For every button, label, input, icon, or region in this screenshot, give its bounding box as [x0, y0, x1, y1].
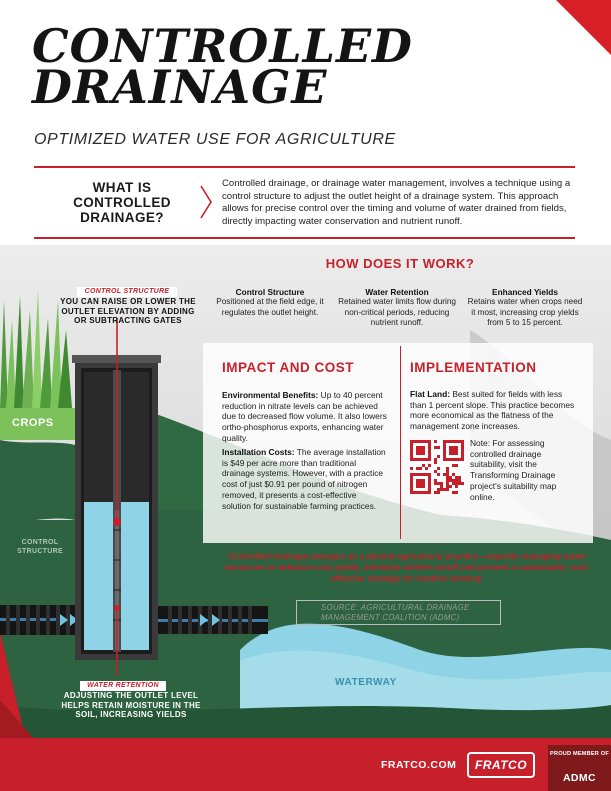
step-enhanced-yields: Enhanced Yields Retains water when crops…: [465, 287, 585, 329]
divider-top: [34, 166, 575, 168]
grass-icon: [0, 290, 72, 408]
fratco-logo: FRATCO: [467, 752, 535, 778]
divider-bottom: [34, 237, 575, 239]
panel-divider: [400, 346, 401, 539]
impact-heading: IMPACT AND COST: [222, 360, 354, 375]
water-retention-label: WATER RETENTION: [80, 681, 166, 691]
cost-text: The average installation is $49 per acre…: [222, 447, 386, 511]
crops-label: CROPS: [12, 417, 54, 429]
admc-badge-small: PROUD MEMBER OF: [550, 751, 609, 757]
step-text: Positioned at the field edge, it regulat…: [216, 297, 324, 317]
what-is-line-1: WHAT IS: [92, 180, 152, 195]
control-structure-ground-label: CONTROL STRUCTURE: [17, 539, 63, 555]
step-title: Enhanced Yields: [492, 287, 558, 297]
step-text: Retained water limits flow during non-cr…: [338, 297, 456, 328]
control-structure-label: CONTROL STRUCTURE: [77, 287, 177, 297]
drain-pipe-icon: [0, 605, 268, 635]
step-text: Retains water when crops need it most, i…: [467, 297, 583, 328]
control-structure-description: YOU CAN RAISE OR LOWER THE OUTLET ELEVAT…: [60, 297, 196, 325]
admc-badge-big: ADMC: [562, 772, 597, 784]
implementation-heading: IMPLEMENTATION: [410, 360, 537, 375]
step-water-retention: Water Retention Retained water limits fl…: [337, 287, 457, 329]
title-line-2: DRAINAGE: [32, 60, 328, 114]
flat-label: Flat Land:: [410, 389, 451, 399]
implementation-flat-land: Flat Land: Best suited for fields with l…: [410, 389, 580, 432]
page-subtitle: OPTIMIZED WATER USE FOR AGRICULTURE: [34, 131, 396, 148]
page-title: CONTROLLED DRAINAGE: [32, 19, 413, 114]
step-title: Control Structure: [235, 287, 305, 297]
source-citation: SOURCE: AGRICULTURAL DRAINAGE MANAGEMENT…: [296, 600, 501, 625]
flat-text: Best suited for fields with less than 1 …: [410, 389, 575, 432]
summary-statement: Controlled drainage emerges as a pivotal…: [224, 551, 590, 583]
what-is-description: Controlled drainage, or drainage water m…: [222, 178, 571, 227]
info-panel: [203, 343, 593, 543]
corner-accent: [556, 0, 611, 55]
impact-cost: Installation Costs: The average installa…: [222, 447, 387, 511]
step-title: Water Retention: [365, 287, 429, 297]
water-retention-description: ADJUSTING THE OUTLET LEVEL HELPS RETAIN …: [61, 691, 201, 719]
admc-badge: [548, 745, 611, 791]
implementation-note: Note: For assessing controlled drainage …: [470, 438, 557, 502]
chevron-right-icon: [200, 185, 212, 219]
title-line-1: CONTROLLED: [32, 19, 413, 73]
qr-code-icon[interactable]: [410, 440, 464, 494]
what-is-heading: WHAT IS CONTROLLED DRAINAGE?: [52, 180, 192, 225]
impact-environment: Environmental Benefits: Up to 40 percent…: [222, 390, 387, 444]
step-control-structure: Control Structure Positioned at the fiel…: [210, 287, 330, 318]
cost-label: Installation Costs:: [222, 447, 295, 457]
what-is-line-2: CONTROLLED: [73, 195, 171, 210]
what-is-line-3: DRAINAGE?: [80, 210, 164, 225]
control-structure-icon: [72, 318, 161, 676]
env-text: Up to 40 percent reduction in nitrate le…: [222, 390, 387, 443]
illustration-area: [0, 245, 611, 791]
website-link[interactable]: FRATCO.COM: [381, 759, 457, 771]
env-label: Environmental Benefits:: [222, 390, 319, 400]
how-heading: HOW DOES IT WORK?: [325, 256, 475, 271]
waterway-label: WATERWAY: [335, 677, 397, 688]
